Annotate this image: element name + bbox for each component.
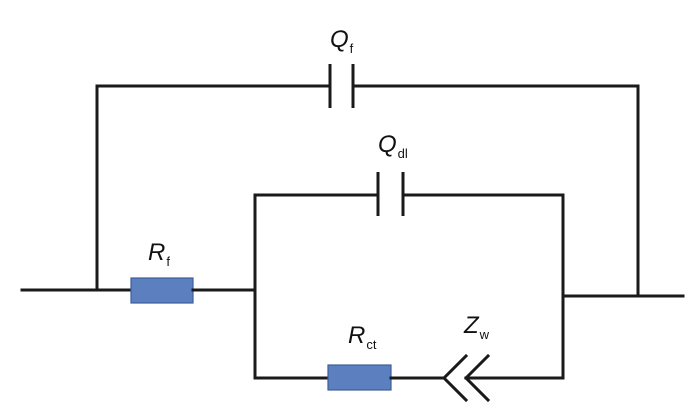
Qdl-subscript: dl (398, 146, 408, 161)
Rct-subscript: ct (366, 337, 377, 352)
Zw-label: Zw (463, 312, 490, 342)
Rf-resistor (130, 277, 194, 304)
Rct-label: Rct (348, 322, 377, 352)
Rf-subscript: f (166, 254, 170, 269)
Rf-symbol: R (148, 239, 165, 266)
Zw-warburg-chevron-left (441, 353, 469, 403)
Zw-subscript: w (479, 327, 490, 342)
Rf-label: Rf (148, 239, 170, 269)
Qf-symbol: Q (330, 26, 349, 53)
Qdl-symbol: Q (378, 131, 397, 158)
Qdl-label: Qdl (378, 131, 408, 161)
Qf-subscript: f (350, 41, 354, 56)
Rct-symbol: R (348, 322, 365, 349)
Zw-symbol: Z (463, 312, 480, 339)
Rct-resistor (327, 364, 392, 391)
Qf-label: Qf (330, 26, 354, 56)
